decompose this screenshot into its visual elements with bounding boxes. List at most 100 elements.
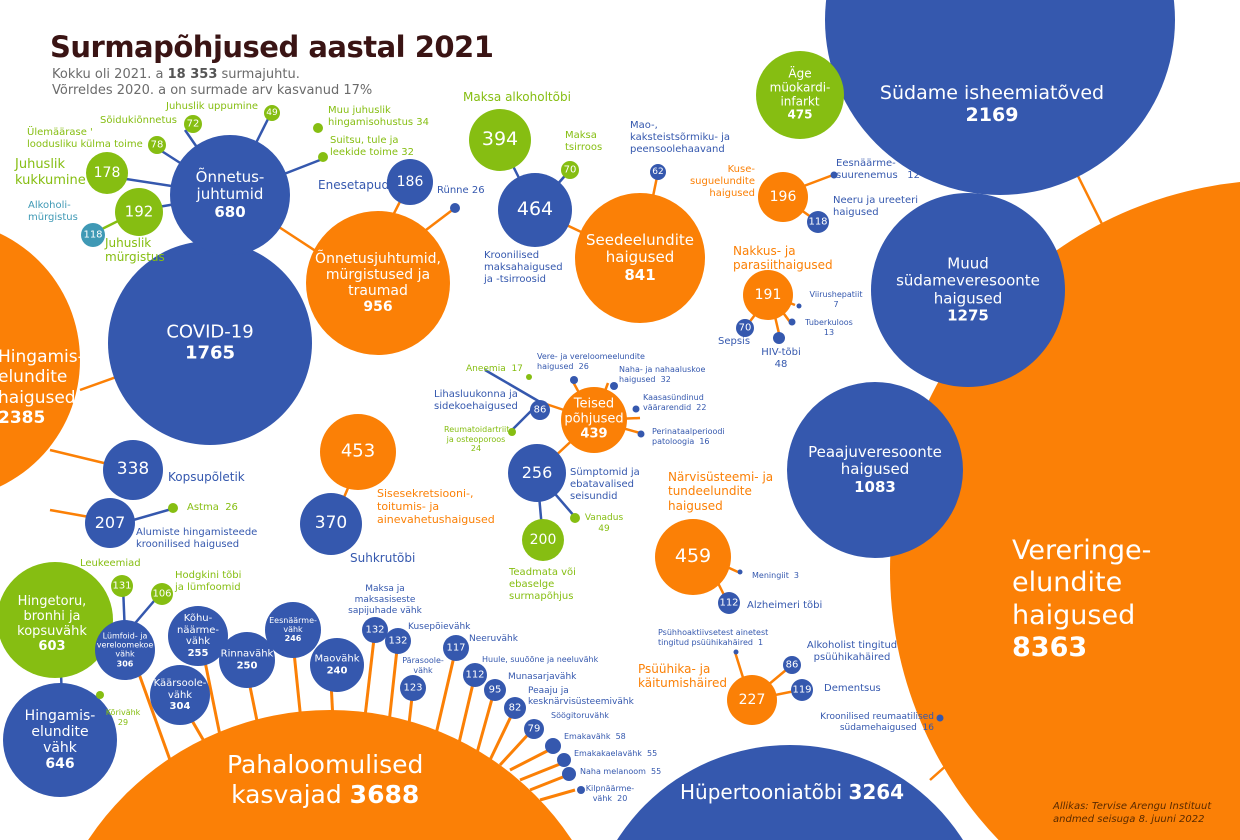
bubble-neeruvahk bbox=[443, 635, 469, 661]
cause-label: Kroonilised maksahaigused ja -tsirroosid bbox=[484, 250, 563, 285]
bubble-eesnaarmevahk bbox=[265, 602, 321, 658]
cause-label: Hodgkini tõbi ja lümfoomid bbox=[175, 570, 242, 593]
bubble-soogitoru bbox=[524, 719, 544, 739]
cause-label: Alzheimeri tõbi bbox=[747, 600, 823, 611]
cause-label: Nakkus- ja parasiithaigused bbox=[733, 244, 833, 273]
cause-label: Muu juhuslik hingamisohustus 34 bbox=[328, 105, 430, 128]
bubble-label-psyyhika: 227 bbox=[738, 691, 766, 708]
bubble-meningiit bbox=[737, 569, 743, 575]
bubble-peaajuvahk bbox=[504, 697, 526, 719]
bubble-kaarsoole bbox=[150, 665, 210, 725]
cause-label: Astma 26 bbox=[187, 502, 238, 513]
bubble-kusepoievahk bbox=[385, 628, 411, 654]
bubble-kohunaarme bbox=[168, 606, 228, 666]
bubble-label-kroonilised-maksa: 464 bbox=[516, 198, 554, 221]
subtitle: Kokku oli 2021. a 18 353 surmajuhtu. Võr… bbox=[52, 67, 372, 99]
source-note: Allikas: Tervise Arengu Instituut andmed… bbox=[1053, 800, 1211, 826]
bubble-peaaju bbox=[787, 382, 963, 558]
bubble-nakkus bbox=[743, 270, 793, 320]
bubble-label-huule: 112 bbox=[465, 669, 485, 681]
cause-label: Sisesekretsiooni-, toitumis- ja ainevahe… bbox=[377, 487, 495, 527]
bubble-psyyhika bbox=[727, 675, 777, 725]
cause-label: Vanadus 49 bbox=[584, 513, 624, 534]
cause-label: Vere- ja vereloomeelundite haigused 26 bbox=[537, 352, 645, 371]
bubble-parasoolevahk bbox=[400, 675, 426, 701]
bubble-label-symptomid: 256 bbox=[521, 462, 553, 482]
cause-label: Lihasluukonna ja sidekoehaigused bbox=[434, 389, 518, 412]
bubble-hingamisel bbox=[0, 233, 80, 487]
bubble-hypertoonia bbox=[617, 745, 963, 840]
bubble-sydame-isheemia bbox=[825, 0, 1175, 195]
bubble-narvisusteemi bbox=[655, 519, 731, 595]
cause-label: Maksa tsirroos bbox=[565, 130, 603, 153]
cause-label: Alkoholist tingitud psüühikahäired bbox=[806, 640, 898, 663]
cause-label: Sümptomid ja ebatavalised seisundid bbox=[570, 467, 640, 502]
bubble-alzheimer bbox=[718, 592, 740, 614]
bubble-kuse bbox=[758, 172, 808, 222]
cause-label: Söögitoruvähk bbox=[551, 711, 609, 720]
bubble-reum-syda bbox=[936, 714, 944, 722]
bubble-label-peaajuvahk: 82 bbox=[508, 702, 522, 714]
bubble-dementsus bbox=[791, 679, 813, 701]
cause-label: Kuse- suguelundite haigused bbox=[689, 164, 755, 199]
bubble-label-kulm: 78 bbox=[150, 139, 164, 151]
bubble-ageinfarkt bbox=[756, 51, 844, 139]
cause-label: Perinataalperioodi patoloogia 16 bbox=[652, 427, 725, 446]
cause-label: Neeru ja ureeteri haigused bbox=[833, 195, 918, 218]
bubble-suitsu bbox=[318, 152, 328, 162]
cause-label: Psüühika- ja käitumishäired bbox=[638, 662, 727, 691]
bubble-hodgkini bbox=[151, 583, 173, 605]
bubble-label-neeruvahk: 117 bbox=[446, 642, 466, 654]
bubble-reumatoid bbox=[508, 428, 516, 436]
cause-label: Pärasoole- vähk bbox=[402, 656, 444, 675]
connector-line bbox=[484, 368, 541, 404]
bubble-vanadus bbox=[570, 513, 580, 523]
group-label-pahaloomulised: Pahaloomulised kasvajad 3688 bbox=[227, 750, 424, 809]
bubble-label-alkoholimurg: 118 bbox=[83, 229, 103, 241]
bubble-label-alumised: 207 bbox=[94, 512, 126, 532]
bubble-label-lihasluukond: 86 bbox=[533, 404, 547, 416]
bubble-vere bbox=[570, 376, 578, 384]
bubble-maksa-tsirroos bbox=[561, 161, 579, 179]
stem-line bbox=[519, 760, 566, 782]
cause-label: Kopsupõletik bbox=[168, 470, 245, 484]
cause-label: Kilpnäärme- vähk 20 bbox=[585, 784, 635, 803]
bubble-label-maksa-tsirroos: 70 bbox=[563, 164, 577, 176]
bubble-kaasasyndinud bbox=[632, 405, 640, 413]
cause-label: Eesnäärme- suurenemus 12 bbox=[836, 158, 920, 181]
bubble-suhkrutobi bbox=[300, 493, 362, 555]
cause-label: Mao-, kaksteistsõrmiku- ja peensoolehaav… bbox=[630, 120, 731, 155]
stem-line bbox=[539, 788, 576, 802]
cause-label: Huule, suuõõne ja neeluvähk bbox=[482, 655, 599, 664]
bubble-label-kuse: 196 bbox=[769, 188, 797, 205]
bubble-label-juh-kukkumine: 178 bbox=[93, 164, 121, 181]
bubble-teised bbox=[561, 387, 627, 453]
group-label-vereringe: Vereringe- elundite haigused 8363 bbox=[1012, 535, 1152, 664]
bubble-hingamis-vahk bbox=[3, 683, 117, 797]
bubble-perinataal bbox=[637, 430, 645, 438]
cause-label: Naha melanoom 55 bbox=[580, 767, 662, 776]
bubble-kulm bbox=[148, 136, 166, 154]
cause-label: Rünne 26 bbox=[437, 185, 485, 196]
bubble-alkohol-psyyh bbox=[783, 656, 801, 674]
bubble-seedeelundite bbox=[575, 193, 705, 323]
source-line-2: andmed seisuga 8. juuni 2022 bbox=[1053, 814, 1205, 825]
cause-label: Neeruvähk bbox=[469, 634, 518, 644]
bubble-tuberkuloos bbox=[788, 318, 796, 326]
bubble-psyhhoakt bbox=[733, 649, 739, 655]
cause-label: Alkoholi- mürgistus bbox=[28, 200, 78, 223]
bubble-astma bbox=[168, 503, 178, 513]
bubble-lymfoid bbox=[95, 620, 155, 680]
bubble-label-sisesekretsioon: 453 bbox=[340, 440, 376, 462]
cause-label: Juhuslik uppumine bbox=[166, 101, 259, 112]
bubble-leukeemiad bbox=[111, 575, 133, 597]
bubble-mao-haavand bbox=[650, 164, 666, 180]
total-deaths: 18 353 bbox=[167, 67, 218, 82]
bubble-label-sepsis: 70 bbox=[738, 322, 752, 334]
bubble-kroonilised-maksa bbox=[498, 173, 572, 247]
